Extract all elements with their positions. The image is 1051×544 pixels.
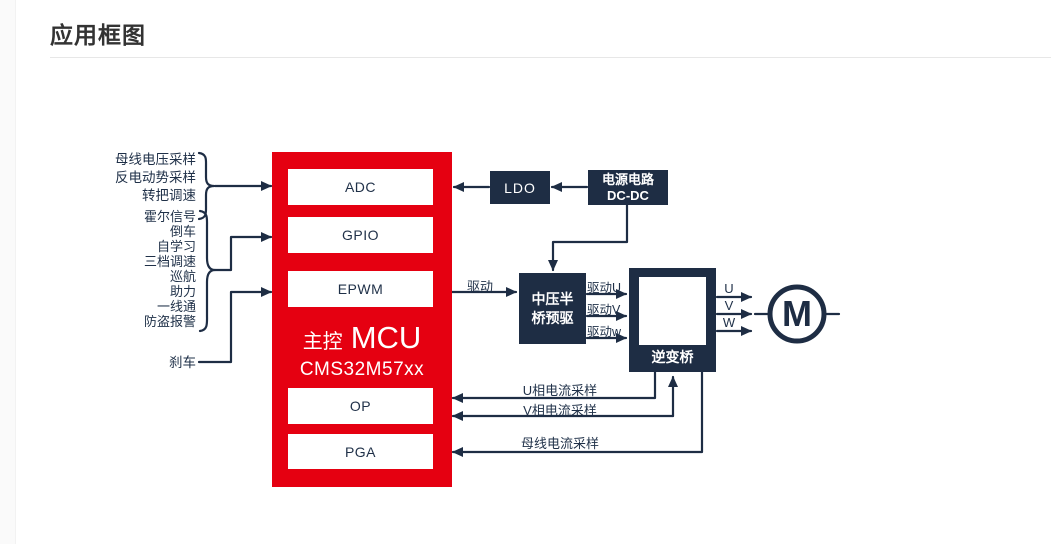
dcdc-power-block: 电源电路 DC-DC xyxy=(588,170,668,205)
mcu-part-number: CMS32M57xx xyxy=(299,359,425,380)
input-label: 反电动势采样 xyxy=(115,170,196,185)
input-label: 倒车 xyxy=(169,224,196,239)
arrow-dcdc-to-predriver xyxy=(548,203,629,272)
input-label: 巡航 xyxy=(169,269,196,284)
input-label: 一线通 xyxy=(156,299,196,314)
mcu-title-main: MCU xyxy=(350,320,422,355)
motor-symbol: M xyxy=(782,293,812,334)
predriver-label-line1: 中压半 xyxy=(531,290,574,307)
mcu-module-pga: PGA xyxy=(288,434,433,469)
adc-input-group: 母线电压采样 反电动势采样 转把调速 xyxy=(100,151,196,205)
drive-v-label: 驱动V xyxy=(587,303,621,317)
dcdc-label-line1: 电源电路 xyxy=(601,171,654,187)
page-left-gutter xyxy=(0,0,16,544)
input-label: 霍尔信号 xyxy=(143,209,196,224)
input-label: 三档调速 xyxy=(143,254,196,269)
v-phase-current-label: V相电流采样 xyxy=(523,403,597,418)
brace-gpio-group xyxy=(198,209,217,333)
phase-u-label: U xyxy=(724,281,734,296)
mcu-title: 主控 MCU xyxy=(272,320,452,356)
dcdc-label-line2: DC-DC xyxy=(607,187,649,203)
title-divider xyxy=(50,57,1051,58)
arrow-brake-to-epwm xyxy=(197,287,273,364)
drive-wire-label: 驱动 xyxy=(466,279,493,294)
mcu-module-gpio: GPIO xyxy=(288,217,433,253)
drive-u-label: 驱动U xyxy=(587,281,622,295)
input-label: 助力 xyxy=(169,284,196,299)
inverter-bridge-panel xyxy=(639,277,706,345)
predriver-label-line2: 桥预驱 xyxy=(531,309,574,326)
brake-input-label: 刹车 xyxy=(169,355,196,370)
drive-w-label: 驱动w xyxy=(587,325,622,339)
u-phase-current-label: U相电流采样 xyxy=(522,383,598,398)
predriver-block: 中压半 桥预驱 xyxy=(519,273,586,344)
arrow-to-gpio xyxy=(213,232,273,272)
input-label: 转把调速 xyxy=(142,188,196,203)
input-label: 自学习 xyxy=(156,239,196,254)
ldo-block: LDO xyxy=(490,171,550,204)
phase-w-label: W xyxy=(722,315,736,330)
brace-adc-group xyxy=(197,151,216,221)
mcu-block xyxy=(272,152,452,487)
mcu-module-adc: ADC xyxy=(288,169,433,205)
input-label: 母线电压采样 xyxy=(115,152,196,167)
input-label: 防盗报警 xyxy=(143,314,196,329)
mcu-title-prefix: 主控 xyxy=(302,331,343,353)
gpio-input-group: 霍尔信号 倒车 自学习 三档调速 巡航 助力 一线通 防盗报警 xyxy=(100,209,196,329)
phase-v-label: V xyxy=(724,298,734,313)
mcu-module-epwm: EPWM xyxy=(288,271,433,307)
page-title: 应用框图 xyxy=(50,22,146,48)
bus-current-label: 母线电流采样 xyxy=(520,436,599,451)
mcu-module-op: OP xyxy=(288,388,433,424)
inverter-bridge-label: 逆变桥 xyxy=(651,349,694,365)
